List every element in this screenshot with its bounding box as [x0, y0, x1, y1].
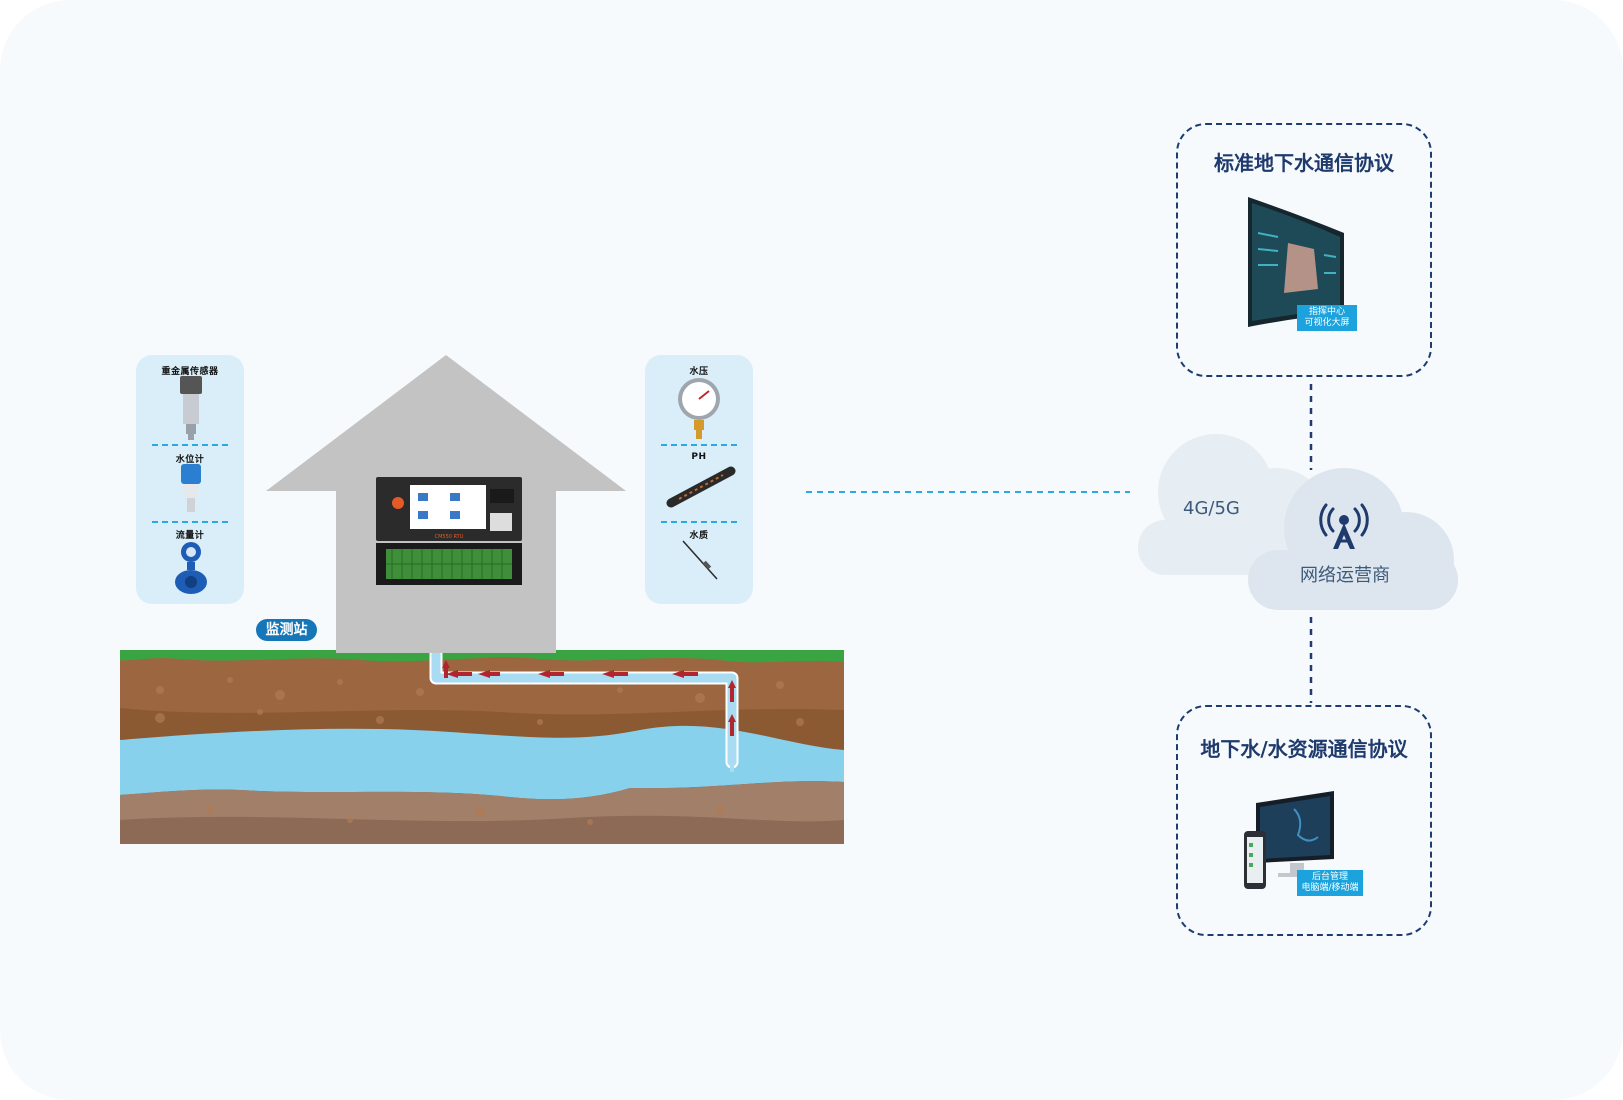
station-label: 监测站: [256, 619, 317, 641]
grass-layer: [120, 650, 844, 663]
rtu-model-label: CM550 RTU: [435, 534, 464, 540]
standard-protocol-box: 标准地下水通信协议 指挥中心 可视化大屏: [1176, 123, 1432, 377]
cloud-front: [1248, 468, 1458, 610]
tag-line: 电脑端/移动端: [1301, 883, 1359, 893]
rtu-screen: [410, 485, 486, 529]
logo-icon: [392, 497, 404, 509]
flow-arrows: [442, 660, 736, 736]
rtu-device: CM550 RTU: [376, 477, 522, 585]
flow-arrow: [728, 714, 736, 736]
admin-devices-icon: [1244, 791, 1334, 889]
command-center-screen-icon: [1248, 197, 1344, 327]
flow-arrow: [446, 670, 472, 678]
flow-arrow: [728, 680, 736, 702]
sensor-label: 水位计: [175, 455, 205, 465]
antenna-tower-icon: [1319, 503, 1369, 549]
network-label: 4G/5G: [1183, 498, 1240, 519]
command-center-tag: 指挥中心 可视化大屏: [1297, 305, 1357, 331]
panel-divider: [152, 444, 228, 446]
panel-divider: [661, 444, 737, 446]
flow-arrow: [442, 660, 450, 678]
flow-arrow: [672, 670, 698, 678]
protocol-title: 地下水/水资源通信协议: [1200, 737, 1408, 761]
network-cloud: [1138, 434, 1458, 610]
operator-label: 网络运营商: [1300, 565, 1390, 586]
protocol-title: 标准地下水通信协议: [1214, 151, 1394, 175]
tag-line: 指挥中心: [1308, 307, 1345, 317]
ph-probe-icon: [666, 466, 736, 508]
pressure-gauge-icon: [678, 378, 720, 439]
sensor-label: 水质: [689, 531, 709, 541]
tag-line: 可视化大屏: [1304, 318, 1350, 328]
right-sensor-panel: 水压 PH 水质: [645, 355, 753, 604]
sensor-label: 重金属传感器: [161, 367, 219, 377]
pressure-transmitter-icon: [180, 376, 202, 440]
groundwater-layer: [120, 725, 844, 800]
soil-deep-layer: [120, 815, 844, 844]
flow-arrow: [538, 670, 564, 678]
flow-arrow: [602, 670, 628, 678]
ground-cross-section: [120, 650, 844, 844]
left-sensor-panel: 重金属传感器 水位计 流量计: [136, 355, 244, 604]
sensor-label: PH: [691, 452, 707, 462]
panel-divider: [152, 521, 228, 523]
flow-arrow: [478, 670, 500, 678]
sensor-label: 水压: [689, 367, 709, 377]
soil-pebbles: [155, 677, 804, 825]
level-meter-icon: [181, 464, 201, 512]
qr-code-icon: [490, 513, 512, 531]
flow-meter-icon: [175, 542, 207, 594]
tag-line: 后台管理: [1311, 872, 1348, 882]
admin-tag: 后台管理 电脑端/移动端: [1297, 870, 1363, 896]
groundwater-protocol-box: 地下水/水资源通信协议 后台管理 电脑端/移动端: [1176, 705, 1432, 936]
panel-divider: [661, 521, 737, 523]
sensor-label: 流量计: [175, 531, 205, 541]
water-quality-probe-icon: [682, 540, 718, 580]
